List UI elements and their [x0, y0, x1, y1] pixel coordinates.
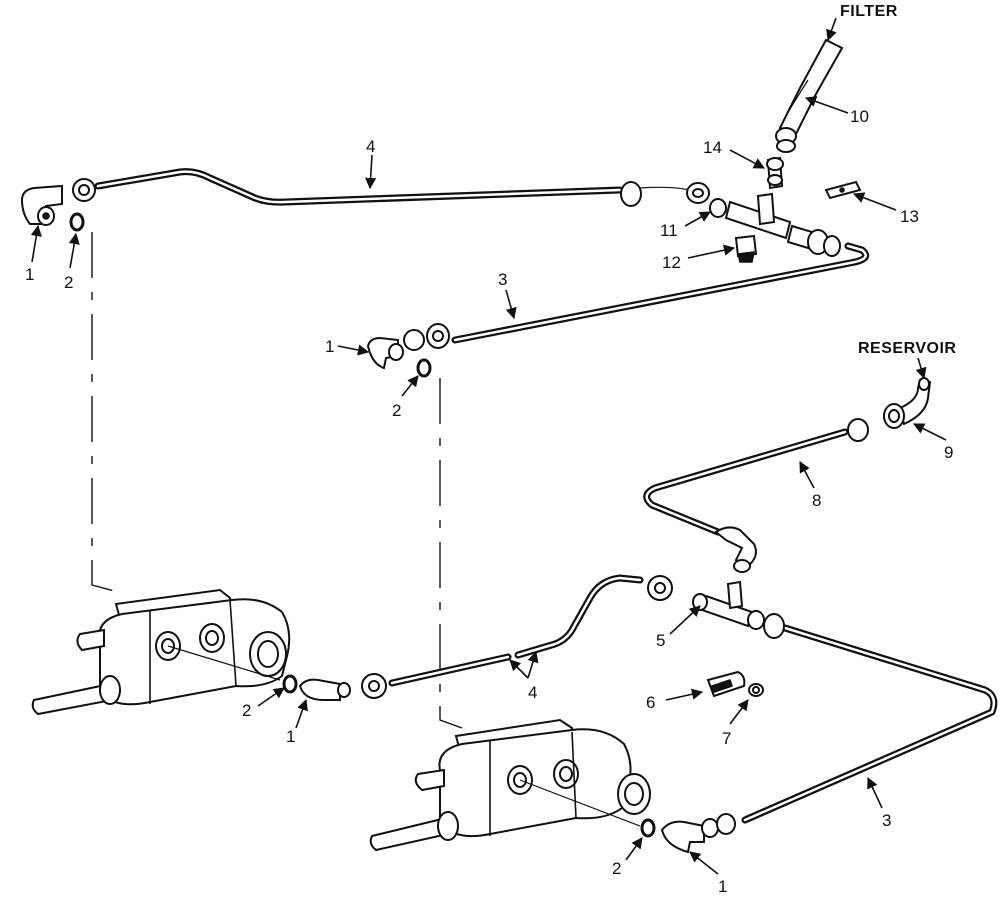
label-filter: FILTER: [840, 3, 898, 20]
nut-tube4-right: [620, 181, 710, 207]
callout-1-lower-right: 1: [718, 877, 727, 896]
elbow-fitting-9: [847, 377, 932, 442]
elbow-center: [714, 526, 757, 573]
tee-fitting-upper: [709, 192, 841, 257]
callout-11: 11: [660, 221, 678, 240]
tube-4-upper: [94, 168, 691, 206]
label-reservoir: RESERVOIR: [858, 340, 956, 357]
callout-3-lower: 3: [882, 811, 891, 830]
elbow-fitting-1-middle: [366, 336, 404, 370]
callout-4-lower: 4: [528, 683, 537, 702]
callout-13: 13: [900, 207, 919, 226]
tube-3-upper: [451, 242, 870, 344]
elbow-fitting-1-lower-right: [660, 813, 736, 854]
callout-1-lower-left: 1: [286, 727, 295, 746]
callout-10: 10: [850, 107, 869, 126]
o-ring-2-lower-right: [640, 818, 656, 838]
alignment-line-right: [439, 378, 463, 729]
valve-body-lower: [369, 718, 651, 852]
callout-9: 9: [944, 443, 953, 462]
nut-upper-left: [72, 178, 96, 202]
leader-lines: [30, 17, 947, 875]
hose-end-10: [775, 127, 797, 153]
alignment-line-left: [91, 232, 119, 593]
clip-13: [824, 180, 862, 200]
switch-12: [734, 234, 758, 263]
callout-8: 8: [812, 491, 821, 510]
hose-10-filter: [778, 38, 844, 136]
callout-6: 6: [646, 693, 655, 712]
callout-5: 5: [656, 631, 665, 650]
nut-7: [748, 683, 764, 697]
callout-2-upper-left: 2: [64, 273, 73, 292]
nut-middle: [403, 323, 450, 351]
o-ring-2-middle: [416, 358, 432, 378]
callout-1-middle: 1: [325, 337, 334, 356]
callout-14: 14: [703, 138, 722, 157]
adapter-14: [766, 156, 784, 190]
o-ring-2-lower-left: [282, 674, 298, 694]
callout-2-middle: 2: [392, 401, 401, 420]
clamp-6: [706, 670, 746, 698]
callout-12: 12: [662, 253, 681, 272]
tube-3-lower: [741, 624, 998, 824]
callout-7: 7: [722, 729, 731, 748]
callout-3-upper: 3: [498, 270, 507, 289]
tee-fitting-5: [647, 575, 785, 639]
tube-8-reservoir: [643, 428, 849, 536]
elbow-fitting-1-lower-left: [298, 673, 387, 701]
callout-1-upper-left: 1: [25, 265, 34, 284]
elbow-fitting-1-upper-left: [20, 184, 63, 226]
callout-2-lower-right: 2: [612, 859, 621, 878]
tube-4-lower: [388, 574, 644, 687]
o-ring-2-upper-left: [69, 212, 85, 232]
valve-body-upper: [31, 588, 291, 716]
callout-4-upper: 4: [366, 137, 375, 156]
callout-2-lower-left: 2: [242, 701, 251, 720]
